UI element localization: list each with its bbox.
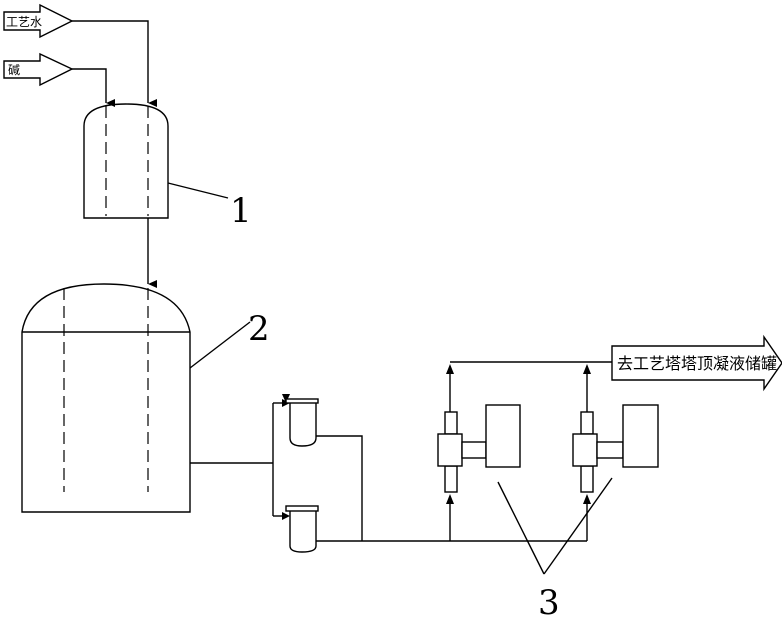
pump-1-motor bbox=[485, 404, 521, 468]
pump-2-motor bbox=[622, 404, 659, 468]
filter-a-outlet-line bbox=[316, 435, 363, 541]
filter-a bbox=[285, 398, 319, 447]
mixing-vessel-1 bbox=[83, 103, 169, 219]
callout-2-number: 2 bbox=[248, 309, 270, 349]
filter-b bbox=[285, 505, 319, 553]
callout-1-leader bbox=[167, 182, 229, 199]
pump-2 bbox=[572, 364, 659, 541]
storage-tank-2 bbox=[21, 283, 191, 513]
process-water-feed-line bbox=[72, 20, 157, 107]
input-process-water-tag: 工艺水 bbox=[3, 3, 74, 39]
alkali-feed-line bbox=[72, 68, 115, 107]
callout-3-leader-b bbox=[543, 477, 613, 575]
pump-1 bbox=[437, 364, 521, 541]
filter-b-inlet-arrowhead bbox=[282, 512, 290, 520]
input-alkali-tag: 碱 bbox=[3, 52, 74, 87]
callout-2-leader bbox=[189, 321, 251, 369]
callout-3-leader-a bbox=[497, 481, 545, 575]
output-destination-label: 去工艺塔塔顶凝液储罐 bbox=[617, 354, 777, 373]
callout-1-number: 1 bbox=[230, 191, 252, 231]
process-water-label: 工艺水 bbox=[6, 15, 42, 29]
alkali-label: 碱 bbox=[8, 63, 20, 77]
callout-3-number: 3 bbox=[538, 583, 560, 620]
output-destination-tag: 去工艺塔塔顶凝液储罐 bbox=[611, 334, 782, 392]
